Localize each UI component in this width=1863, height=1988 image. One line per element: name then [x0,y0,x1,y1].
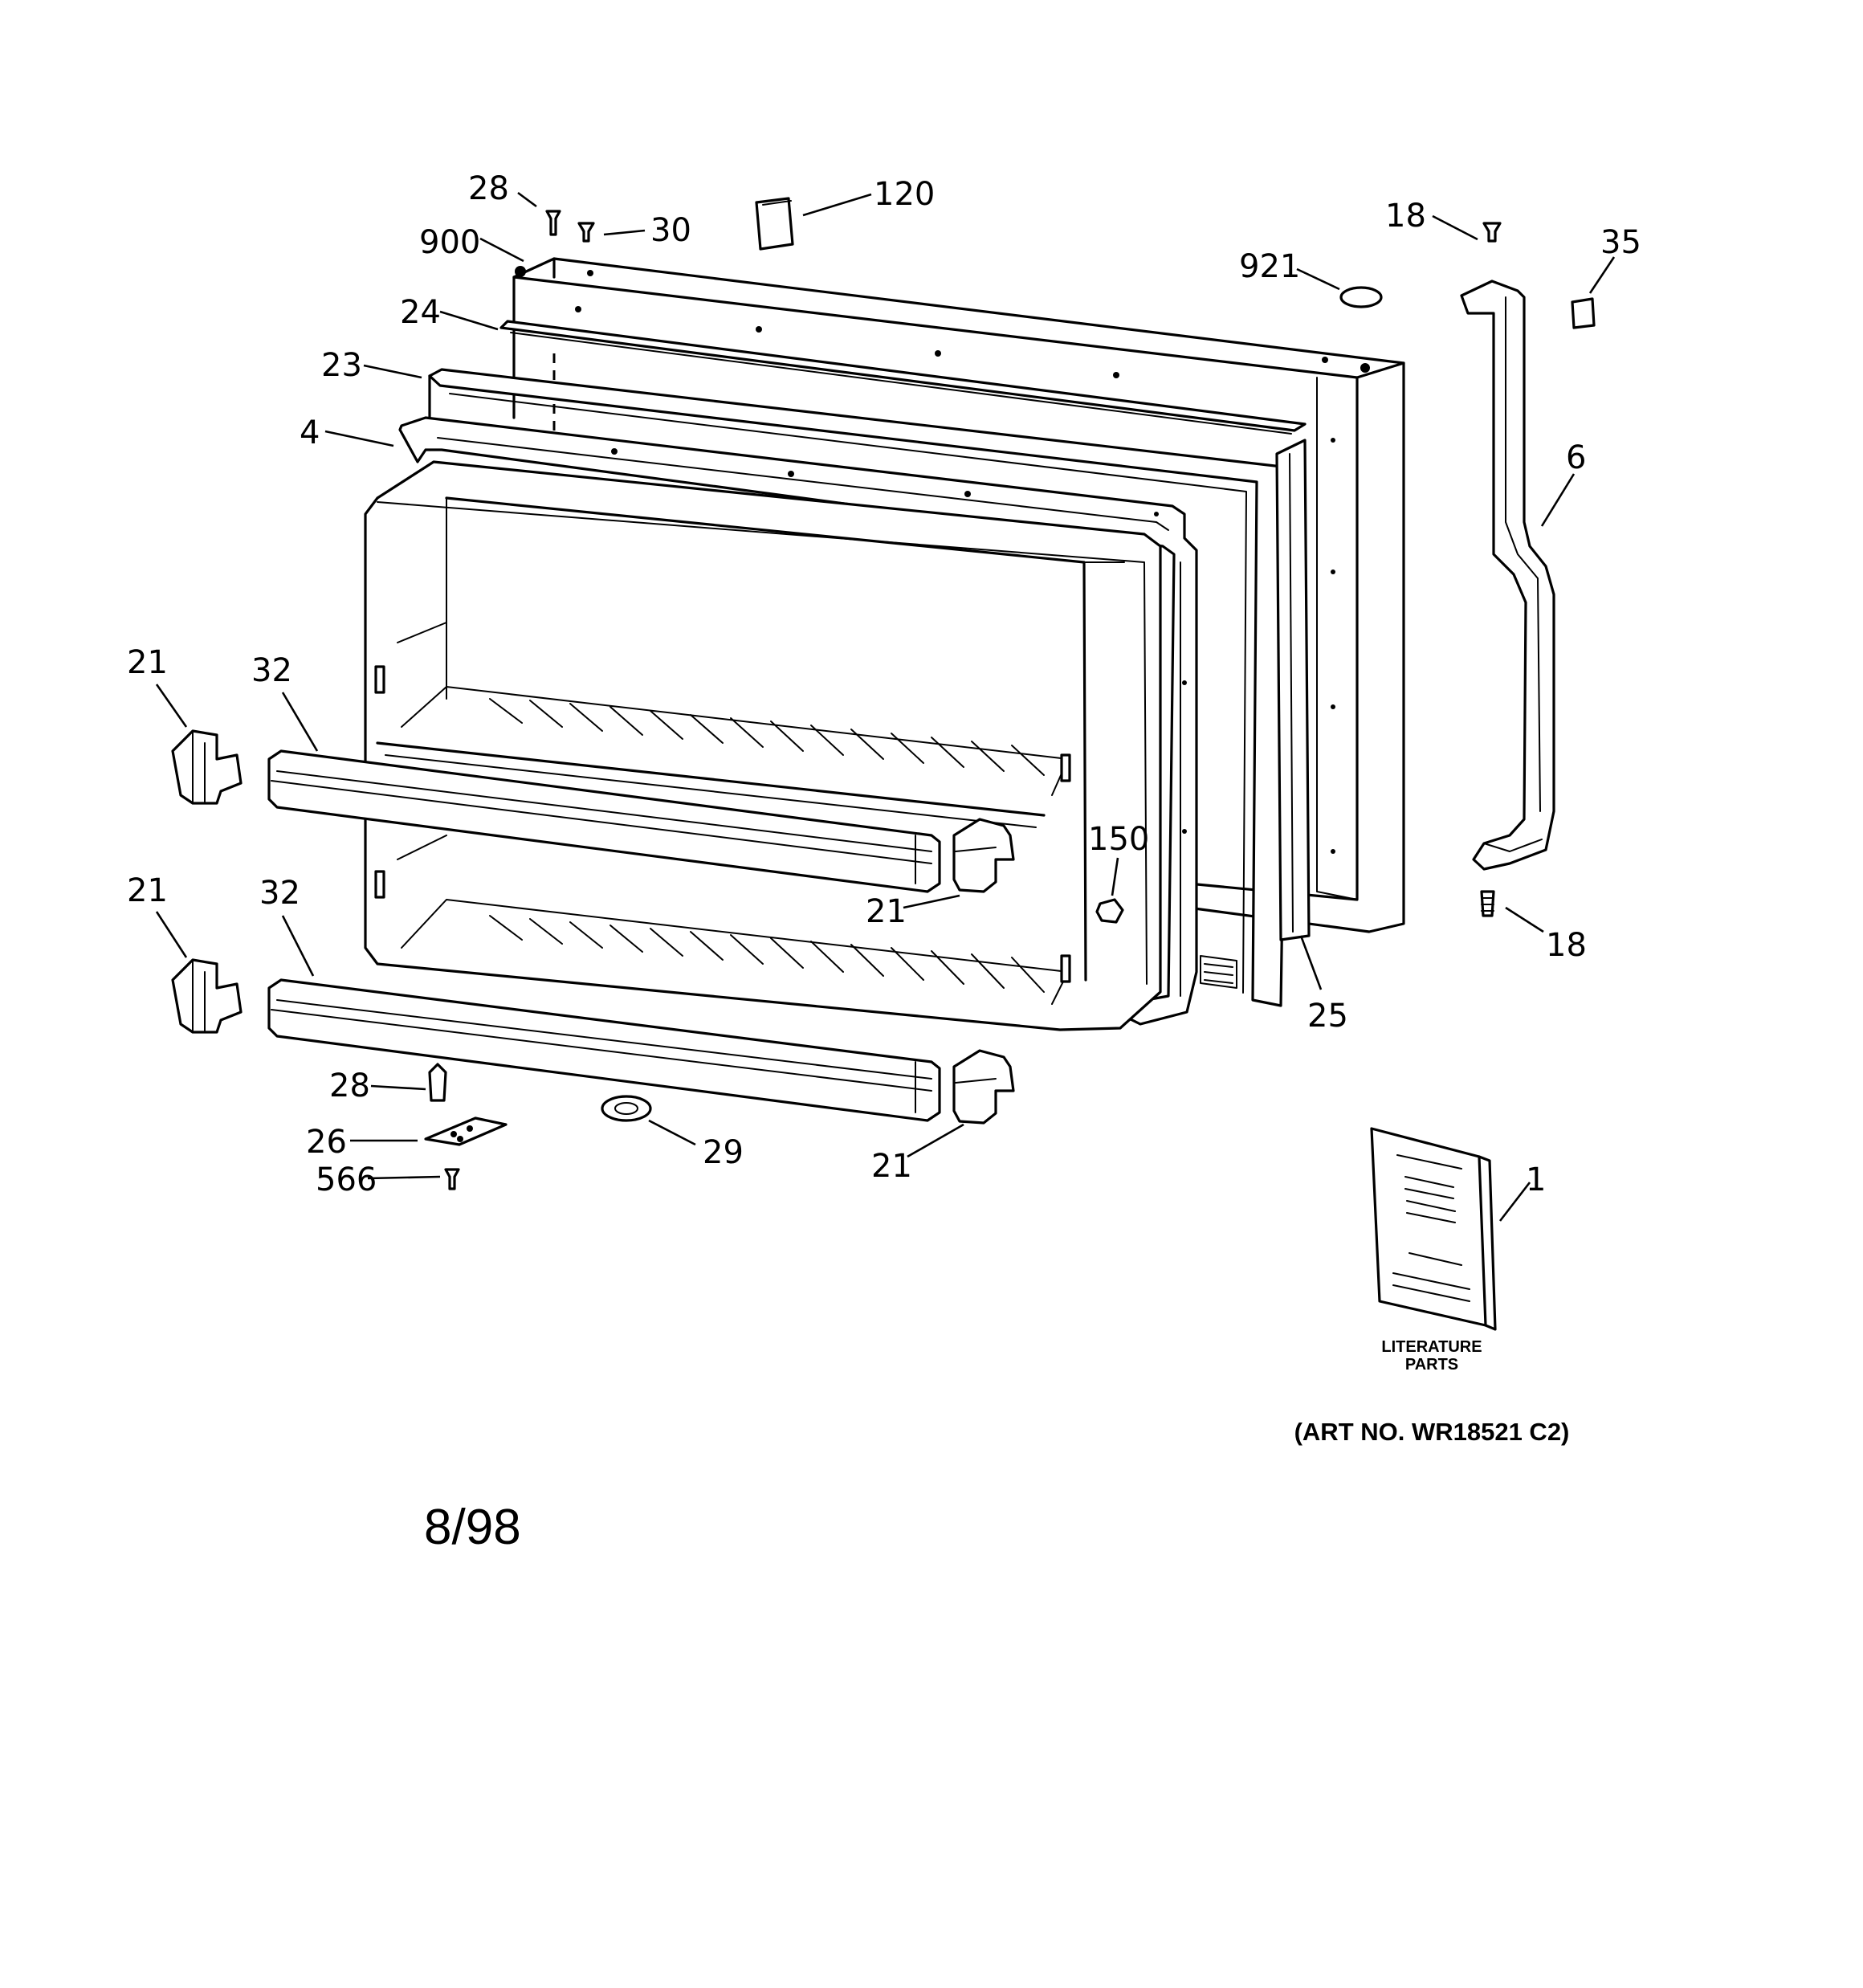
callout-24: 24 [400,294,441,331]
callout-26: 26 [306,1124,347,1161]
door-handle [1460,280,1555,871]
callout-4: 4 [300,414,320,451]
callout-29: 29 [703,1134,744,1171]
callout-28-bottom: 28 [329,1067,370,1104]
leader-lines [155,191,1616,1222]
callout-921: 921 [1239,248,1300,285]
part-28-top-screw [545,210,561,236]
callout-35: 35 [1600,224,1641,261]
callout-21-lower-left: 21 [127,872,168,909]
shelf-end-cap-upper-right [952,818,1015,893]
literature-booklet [1370,1127,1497,1331]
inner-door-frame [398,416,1198,1026]
callout-18-bottom: 18 [1546,927,1587,964]
shelf-end-cap-lower-right [952,1049,1015,1125]
callout-900: 900 [419,224,480,261]
part-566-screw [444,1168,460,1190]
callout-23: 23 [321,347,362,384]
door-liner-frame [428,368,1290,1007]
door-liner [364,460,1237,1031]
part-28-bottom-pin [428,1063,447,1102]
callout-32-lower: 32 [259,875,300,912]
part-120-block [755,197,794,251]
part-150-button [1095,898,1124,924]
callout-28-top: 28 [468,170,509,207]
gasket-strip [499,320,1307,435]
part-921-plug [1339,286,1383,308]
callout-566: 566 [316,1161,377,1198]
callout-25: 25 [1307,998,1348,1035]
part-26-plate [424,1116,508,1146]
part-30-screw [577,222,595,243]
literature-label-line1: LITERATURE [1381,1338,1482,1356]
callout-120: 120 [874,176,935,213]
callout-21-upper-left: 21 [127,644,168,681]
part-18-bottom-screw [1480,890,1495,917]
shelf-end-cap-upper-left [171,729,243,805]
callout-21-upper-right: 21 [866,893,907,930]
shelf-bar-upper [267,749,941,893]
art-number: (ART NO. WR18521 C2) [1294,1418,1570,1446]
date-code: 8/98 [424,1500,521,1555]
callout-32-upper: 32 [251,652,292,689]
shelf-end-cap-lower-left [171,958,243,1034]
part-18-top-screw [1482,222,1502,243]
literature-label-line2: PARTS [1405,1356,1458,1374]
callout-18-top: 18 [1385,198,1426,235]
callout-150: 150 [1088,821,1149,858]
callout-labels: 28 30 900 120 18 35 921 24 23 4 6 21 32 … [127,170,1641,1198]
part-29-grommet [601,1095,652,1122]
callout-1: 1 [1526,1161,1546,1198]
callout-21-lower-right: 21 [871,1148,912,1185]
callout-30: 30 [650,212,691,249]
part-35-block [1571,297,1596,329]
door-gasket [1275,439,1311,941]
shelf-bar-lower [267,978,941,1122]
callout-6: 6 [1566,439,1586,476]
